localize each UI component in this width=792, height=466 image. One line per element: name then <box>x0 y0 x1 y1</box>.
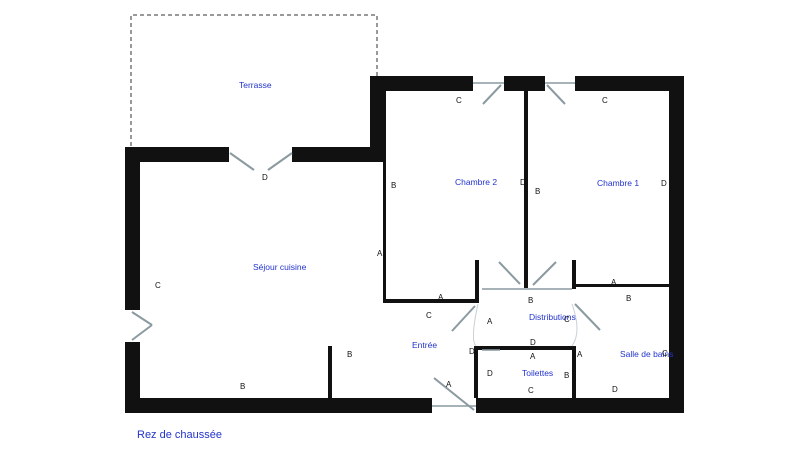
wall-label: D <box>487 369 493 378</box>
wall-label: A <box>577 350 583 359</box>
wall-label: C <box>564 315 570 324</box>
room-salle-de-bains: Salle de bains <box>620 349 673 359</box>
wall-label: D <box>661 179 667 188</box>
wall-label: B <box>347 350 352 359</box>
wall-label: D <box>612 385 618 394</box>
wall-labels: D C C B D B D A C A B A B C A C D D A A … <box>155 96 668 395</box>
wall-label: D <box>530 338 536 347</box>
wall-label: B <box>240 382 245 391</box>
wall-label: C <box>456 96 462 105</box>
terrace-outline <box>130 14 378 146</box>
wall-label: D <box>520 178 526 187</box>
wall-label: C <box>602 96 608 105</box>
wall-label: A <box>446 380 452 389</box>
wall-label: B <box>528 296 533 305</box>
wall-label: B <box>391 181 396 190</box>
floor-caption: Rez de chaussée <box>137 429 222 441</box>
wall-label: A <box>611 278 617 287</box>
wall-label: D <box>262 173 268 182</box>
wall-label: B <box>626 294 631 303</box>
wall-label: C <box>426 311 432 320</box>
wall-label: A <box>530 352 536 361</box>
room-chambre1: Chambre 1 <box>597 178 639 188</box>
room-distributions: Distributions <box>529 312 576 322</box>
doors <box>131 82 601 411</box>
wall-label: C <box>155 281 161 290</box>
wall-label: C <box>528 386 534 395</box>
room-entree: Entrée <box>412 340 437 350</box>
door-arcs <box>472 303 578 347</box>
exterior-walls <box>125 76 684 413</box>
interior-walls <box>328 91 669 398</box>
wall-label: B <box>564 371 569 380</box>
wall-label: A <box>438 293 444 302</box>
room-toilettes: Toilettes <box>522 368 553 378</box>
wall-label: D <box>469 347 475 356</box>
wall-label: A <box>487 317 493 326</box>
wall-label: B <box>535 187 540 196</box>
room-terrasse: Terrasse <box>239 80 272 90</box>
room-sejour: Séjour cuisine <box>253 262 307 272</box>
room-chambre2: Chambre 2 <box>455 177 497 187</box>
wall-label: C <box>662 349 668 358</box>
wall-label: A <box>377 249 383 258</box>
